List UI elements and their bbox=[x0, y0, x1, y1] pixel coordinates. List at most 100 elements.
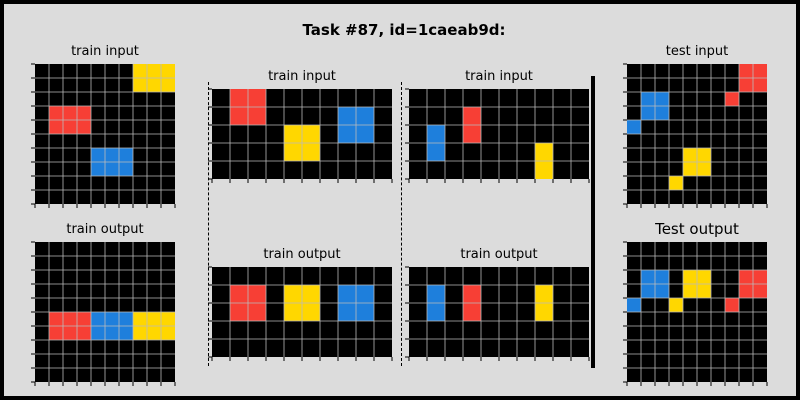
grid-cell bbox=[49, 242, 63, 256]
figure-title: Task #87, id=1caeab9d: bbox=[302, 21, 506, 39]
grid-cell bbox=[481, 125, 499, 143]
grid-cell bbox=[35, 190, 49, 204]
grid-cell bbox=[445, 125, 463, 143]
grid-cell bbox=[284, 321, 302, 339]
grid-cell bbox=[49, 298, 63, 312]
grid-cell bbox=[427, 125, 445, 143]
grid-cell bbox=[463, 303, 481, 321]
grid-cell bbox=[320, 321, 338, 339]
grid-cell bbox=[105, 148, 119, 162]
grid-cell bbox=[248, 161, 266, 179]
panel-label-train-input-3: train input bbox=[465, 69, 533, 84]
grid-cell bbox=[697, 120, 711, 134]
grid-cell bbox=[683, 176, 697, 190]
grid-cell bbox=[409, 161, 427, 179]
grid-cell bbox=[669, 242, 683, 256]
grid-cell bbox=[119, 92, 133, 106]
grid-cell bbox=[49, 340, 63, 354]
grid-cell bbox=[553, 285, 571, 303]
grid-cell bbox=[571, 107, 589, 125]
grid-cell bbox=[553, 267, 571, 285]
grid-cell bbox=[119, 176, 133, 190]
grid-cell bbox=[409, 267, 427, 285]
grid-cell bbox=[711, 106, 725, 120]
grid-cell bbox=[338, 321, 356, 339]
grid-cell bbox=[35, 354, 49, 368]
grid-cell bbox=[133, 134, 147, 148]
grid-cell bbox=[35, 298, 49, 312]
grid-cell bbox=[63, 298, 77, 312]
grid-cell bbox=[627, 190, 641, 204]
grid-cell bbox=[753, 368, 767, 382]
grid-cell bbox=[320, 125, 338, 143]
grid-cell bbox=[49, 92, 63, 106]
grid-cell bbox=[119, 354, 133, 368]
grid-cell bbox=[499, 267, 517, 285]
grid-cell bbox=[147, 162, 161, 176]
grid-cell bbox=[739, 106, 753, 120]
grid-cell bbox=[161, 242, 175, 256]
grid-cell bbox=[35, 148, 49, 162]
grid-cell bbox=[374, 161, 392, 179]
grid-cell bbox=[655, 326, 669, 340]
grid-cell bbox=[374, 143, 392, 161]
grid-cell bbox=[571, 321, 589, 339]
grid-cell bbox=[266, 161, 284, 179]
panel-label-train-output-3: train output bbox=[460, 247, 538, 262]
grid-cell bbox=[105, 92, 119, 106]
grid-cell bbox=[655, 270, 669, 284]
grid-cell bbox=[553, 303, 571, 321]
grid-cell bbox=[77, 340, 91, 354]
grid-cell bbox=[711, 242, 725, 256]
grid-cell bbox=[409, 89, 427, 107]
grid-cell bbox=[147, 270, 161, 284]
grid-cell bbox=[161, 368, 175, 382]
grid-cell bbox=[284, 285, 302, 303]
grid-cell bbox=[711, 340, 725, 354]
grid-cell bbox=[655, 92, 669, 106]
grid-cell bbox=[91, 120, 105, 134]
grid-cell bbox=[161, 298, 175, 312]
grid-cell bbox=[63, 270, 77, 284]
grid-cell bbox=[374, 285, 392, 303]
grid-cell bbox=[119, 134, 133, 148]
grid-cell bbox=[683, 340, 697, 354]
grid-cell bbox=[119, 326, 133, 340]
grid-cell bbox=[739, 134, 753, 148]
grid-cell bbox=[427, 161, 445, 179]
grid-cell bbox=[133, 242, 147, 256]
grid-cell bbox=[35, 120, 49, 134]
grid-cell bbox=[119, 284, 133, 298]
grid-cell bbox=[161, 284, 175, 298]
grid-cell bbox=[49, 190, 63, 204]
grid-cell bbox=[627, 256, 641, 270]
grid-cell bbox=[35, 242, 49, 256]
grid-cell bbox=[105, 120, 119, 134]
grid-cell bbox=[105, 190, 119, 204]
grid-cell bbox=[338, 285, 356, 303]
grid-cell bbox=[683, 148, 697, 162]
grid-cell bbox=[535, 143, 553, 161]
grid-cell bbox=[725, 368, 739, 382]
grid-cell bbox=[119, 148, 133, 162]
grid-cell bbox=[212, 143, 230, 161]
grid-cell bbox=[49, 256, 63, 270]
grid-cell bbox=[133, 78, 147, 92]
grid-cell bbox=[284, 125, 302, 143]
grid-cell bbox=[409, 285, 427, 303]
grid-cell bbox=[627, 284, 641, 298]
grid-cell bbox=[655, 176, 669, 190]
grid-cell bbox=[212, 303, 230, 321]
grid-cell bbox=[147, 148, 161, 162]
grid-cell bbox=[161, 120, 175, 134]
grid-cell bbox=[320, 303, 338, 321]
grid-cell bbox=[248, 303, 266, 321]
grid-cell bbox=[627, 326, 641, 340]
grid-cell bbox=[105, 298, 119, 312]
grid-cell bbox=[284, 161, 302, 179]
grid-cell bbox=[77, 190, 91, 204]
grid-cell bbox=[266, 303, 284, 321]
grid-cell bbox=[753, 106, 767, 120]
grid-cell bbox=[302, 339, 320, 357]
grid-cell bbox=[697, 106, 711, 120]
